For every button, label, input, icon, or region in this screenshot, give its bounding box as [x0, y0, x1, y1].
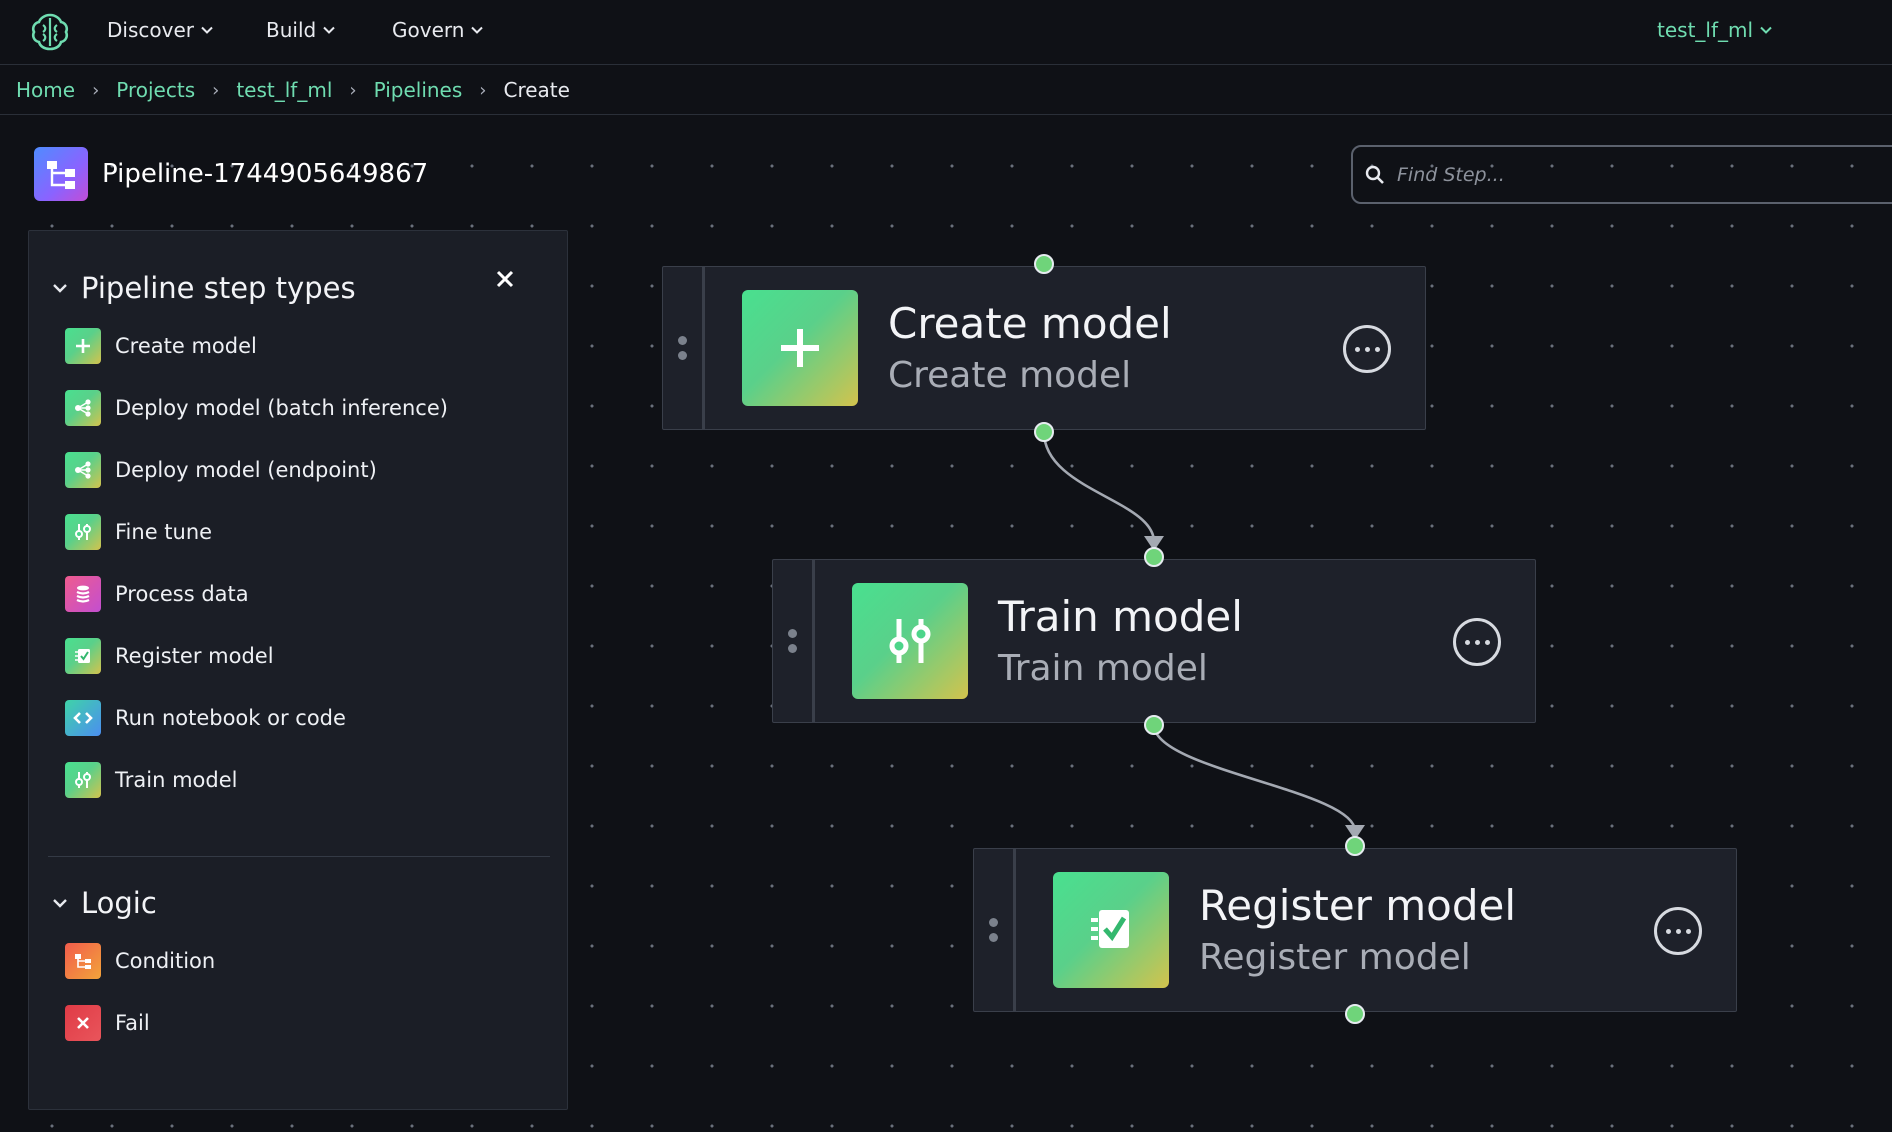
- share-icon: [65, 452, 101, 488]
- chevron-down-icon: [53, 284, 67, 293]
- step-types-list: Create model Deploy model (batch inferen…: [65, 315, 448, 811]
- step-type-label: Fail: [115, 1011, 150, 1035]
- nav-build-label: Build: [266, 18, 317, 42]
- sliders-icon: [65, 762, 101, 798]
- node-subtitle: Register model: [1199, 937, 1471, 978]
- step-type-condition[interactable]: Condition: [65, 930, 215, 992]
- node-output-port[interactable]: [1144, 715, 1164, 735]
- drag-handle[interactable]: [974, 849, 1016, 1011]
- chevron-down-icon: [471, 26, 484, 34]
- logic-list: Condition Fail: [65, 930, 215, 1054]
- node-input-port[interactable]: [1034, 254, 1054, 274]
- app-logo-icon[interactable]: [30, 12, 70, 52]
- step-type-label: Process data: [115, 582, 249, 606]
- chevron-down-icon: [53, 899, 67, 908]
- breadcrumb-home[interactable]: Home: [16, 78, 76, 102]
- step-type-run-notebook[interactable]: Run notebook or code: [65, 687, 448, 749]
- user-menu[interactable]: test_lf_ml: [1657, 18, 1773, 42]
- node-title: Create model: [888, 299, 1172, 348]
- step-type-fine-tune[interactable]: Fine tune: [65, 501, 448, 563]
- step-type-train-model[interactable]: Train model: [65, 749, 448, 811]
- node-register-model[interactable]: Register model Register model: [973, 848, 1737, 1012]
- sliders-icon: [65, 514, 101, 550]
- nav-govern-label: Govern: [392, 18, 465, 42]
- step-type-register-model[interactable]: Register model: [65, 625, 448, 687]
- pipeline-header: Pipeline-1744905649867: [34, 147, 428, 201]
- node-title: Register model: [1199, 881, 1517, 930]
- node-output-port[interactable]: [1034, 422, 1054, 442]
- more-options-button[interactable]: [1343, 325, 1391, 373]
- step-type-label: Deploy model (endpoint): [115, 458, 377, 482]
- breadcrumb: Home › Projects › test_lf_ml › Pipelines…: [0, 66, 1892, 115]
- branch-icon: [65, 943, 101, 979]
- panel-divider: [48, 856, 550, 857]
- step-type-label: Register model: [115, 644, 274, 668]
- section-toggle-logic[interactable]: Logic: [51, 886, 157, 920]
- nav-discover-label: Discover: [107, 18, 194, 42]
- node-train-model[interactable]: Train model Train model: [772, 559, 1536, 723]
- step-type-label: Fine tune: [115, 520, 213, 544]
- more-options-button[interactable]: [1654, 907, 1702, 955]
- chevron-right-icon: ›: [212, 79, 220, 101]
- section-toggle-step-types[interactable]: Pipeline step types: [51, 271, 356, 305]
- find-step-search: [1351, 145, 1892, 204]
- step-type-deploy-endpoint[interactable]: Deploy model (endpoint): [65, 439, 448, 501]
- chevron-right-icon: ›: [349, 79, 357, 101]
- section-title-step-types: Pipeline step types: [81, 271, 356, 305]
- node-title: Train model: [998, 592, 1243, 641]
- code-icon: [65, 700, 101, 736]
- pipeline-icon: [34, 147, 88, 201]
- user-menu-label: test_lf_ml: [1657, 18, 1754, 42]
- breadcrumb-projects[interactable]: Projects: [116, 78, 196, 102]
- step-type-label: Run notebook or code: [115, 706, 346, 730]
- chevron-right-icon: ›: [479, 79, 487, 101]
- drag-handle[interactable]: [773, 560, 815, 722]
- node-input-port[interactable]: [1345, 836, 1365, 856]
- pipeline-name[interactable]: Pipeline-1744905649867: [102, 159, 429, 189]
- close-icon: [496, 270, 514, 288]
- section-title-logic: Logic: [81, 886, 157, 920]
- nav-build[interactable]: Build: [266, 18, 336, 42]
- breadcrumb-project[interactable]: test_lf_ml: [236, 78, 333, 102]
- step-type-label: Condition: [115, 949, 216, 973]
- step-type-label: Create model: [115, 334, 257, 358]
- chevron-right-icon: ›: [92, 79, 100, 101]
- share-icon: [65, 390, 101, 426]
- step-types-panel: Pipeline step types Create model Deploy …: [28, 230, 568, 1110]
- find-step-input[interactable]: [1395, 162, 1875, 187]
- search-icon: [1365, 165, 1384, 184]
- plus-icon: [65, 328, 101, 364]
- step-type-create-model[interactable]: Create model: [65, 315, 448, 377]
- node-subtitle: Train model: [998, 648, 1208, 689]
- chevron-down-icon: [1760, 26, 1772, 34]
- step-type-process-data[interactable]: Process data: [65, 563, 448, 625]
- checklist-icon: [1053, 872, 1169, 988]
- sliders-icon: [852, 583, 968, 699]
- close-panel-button[interactable]: [491, 265, 519, 293]
- node-create-model[interactable]: Create model Create model: [662, 266, 1426, 430]
- x-icon: [65, 1005, 101, 1041]
- checklist-icon: [65, 638, 101, 674]
- nav-govern[interactable]: Govern: [392, 18, 484, 42]
- top-nav: Discover Build Govern test_lf_ml: [0, 0, 1892, 65]
- more-options-button[interactable]: [1453, 618, 1501, 666]
- chevron-down-icon: [323, 26, 335, 34]
- step-type-deploy-batch[interactable]: Deploy model (batch inference): [65, 377, 448, 439]
- breadcrumb-current: Create: [503, 78, 570, 102]
- drag-handle[interactable]: [663, 267, 705, 429]
- step-type-fail[interactable]: Fail: [65, 992, 215, 1054]
- database-icon: [65, 576, 101, 612]
- chevron-down-icon: [201, 26, 213, 34]
- breadcrumb-pipelines[interactable]: Pipelines: [373, 78, 463, 102]
- step-type-label: Deploy model (batch inference): [115, 396, 448, 420]
- nav-discover[interactable]: Discover: [107, 18, 214, 42]
- plus-icon: [742, 290, 858, 406]
- step-type-label: Train model: [115, 768, 238, 792]
- node-input-port[interactable]: [1144, 547, 1164, 567]
- node-subtitle: Create model: [888, 355, 1132, 396]
- node-output-port[interactable]: [1345, 1004, 1365, 1024]
